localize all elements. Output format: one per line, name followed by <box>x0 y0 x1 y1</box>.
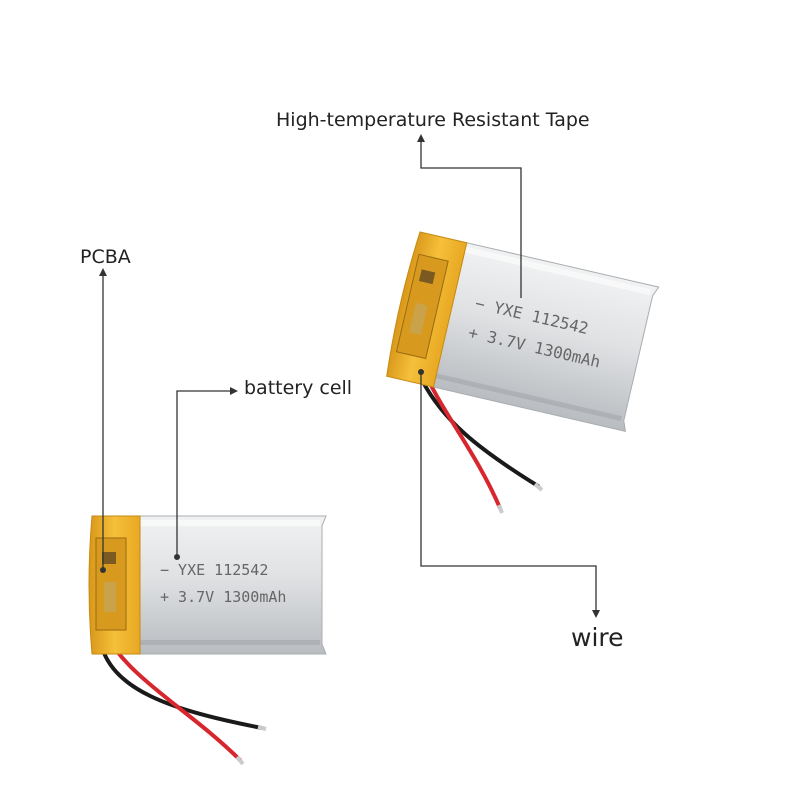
battery-cell-front <box>127 515 327 655</box>
label-tape: High-temperature Resistant Tape <box>276 109 590 131</box>
callout-lines <box>99 134 600 618</box>
callout-line-tape <box>417 134 522 298</box>
label-wire: wire <box>571 623 624 652</box>
print-line2-front: + 3.7V 1300mAh <box>160 588 286 606</box>
label-battery-cell: battery cell <box>244 377 353 399</box>
label-pcba: PCBA <box>80 246 131 268</box>
print-line1-front: − YXE 112542 <box>160 561 268 579</box>
wire-black-back <box>416 370 540 488</box>
battery-back: − YXE 112542 + 3.7V 1300mAh <box>386 231 660 514</box>
wire-black-front <box>98 638 264 730</box>
battery-front: − YXE 112542 + 3.7V 1300mAh <box>88 515 327 766</box>
callout-line-cell <box>176 387 238 555</box>
callout-line-wire <box>420 372 600 618</box>
